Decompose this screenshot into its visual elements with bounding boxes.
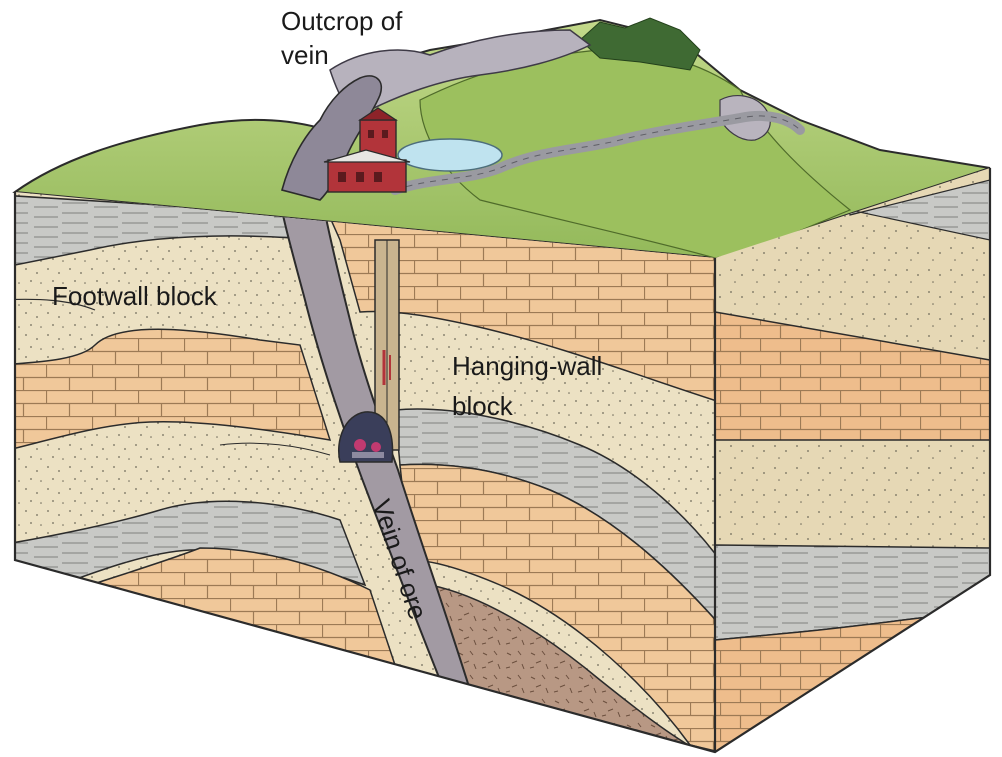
- lake: [397, 138, 503, 172]
- side-limestone-upper: [715, 311, 990, 441]
- landscape-surface: [12, 17, 991, 260]
- block-outline: [13, 168, 992, 754]
- limestone-hanging-middle: [399, 463, 715, 752]
- label-footwall-block: Footwall block: [52, 281, 218, 311]
- front-face: [15, 192, 715, 752]
- mine-tunnel: [338, 411, 394, 463]
- shale-layer-upper: [15, 194, 321, 269]
- label-hanging-wall-line2: block: [452, 391, 514, 421]
- forest: [579, 17, 701, 71]
- mine-building: [323, 107, 411, 193]
- label-outcrop-line2: vein: [281, 40, 329, 70]
- limestone-footwall: [15, 328, 332, 453]
- side-face: [715, 168, 990, 752]
- label-hanging-wall-line1: Hanging-wall: [452, 351, 602, 381]
- label-outcrop-line1: Outcrop of: [281, 6, 403, 36]
- shale-footwall-lower: [15, 500, 367, 591]
